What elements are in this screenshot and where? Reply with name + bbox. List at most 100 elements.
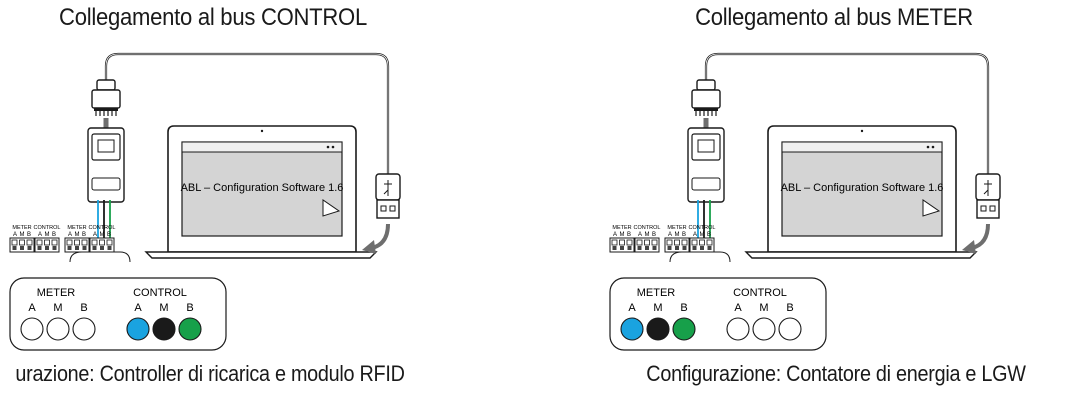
rj45-plug: [91, 89, 121, 109]
socket-opening: [697, 139, 715, 153]
terminal-slot: [636, 239, 643, 246]
legend-control-letter: B: [186, 302, 193, 314]
terminal-letter: M: [700, 232, 705, 238]
terminal-slot: [626, 239, 633, 246]
usb-pin-slot: [989, 205, 996, 212]
usb-pin-slot: [380, 205, 387, 212]
window-control-dot: [326, 145, 330, 149]
terminal-screw: [82, 246, 87, 250]
terminal-screw: [92, 246, 97, 250]
terminal-screw: [20, 246, 24, 250]
terminal-screw: [645, 246, 649, 250]
callout-pointer: [69, 251, 131, 263]
terminal-slot: [26, 239, 33, 246]
terminal-letter: M: [75, 232, 80, 238]
legend-control-terminal-dot: [126, 317, 150, 341]
terminal-slot: [19, 239, 25, 246]
legend-meter-letter: M: [53, 302, 62, 314]
laptop-base: [744, 251, 978, 259]
terminal-block-label: CONTROL: [34, 225, 61, 231]
terminal-letter: A: [613, 232, 617, 238]
webcam-dot: [860, 129, 864, 133]
legend-meter-label: METER: [37, 287, 76, 299]
terminal-letter: B: [52, 232, 56, 238]
terminal-letter: B: [707, 232, 711, 238]
legend-control-letter: A: [734, 302, 742, 314]
terminal-slot: [706, 239, 713, 246]
legend-meter-letter: M: [653, 302, 662, 314]
window-control-dot: [926, 145, 930, 149]
terminal-slot: [644, 239, 650, 246]
terminal-letter: B: [682, 232, 686, 238]
network-cable-core: [705, 53, 989, 174]
terminal-letter: A: [68, 232, 72, 238]
terminal-letter: A: [38, 232, 42, 238]
terminal-letter: B: [82, 232, 86, 238]
terminal-slot: [666, 239, 673, 246]
window-control-dot: [331, 145, 335, 149]
plug-contacts: [94, 108, 118, 111]
terminal-letter: M: [645, 232, 650, 238]
terminal-slot: [99, 239, 105, 246]
terminal-letter: M: [45, 232, 50, 238]
terminal-screw: [692, 246, 697, 250]
window-titlebar: [181, 141, 343, 153]
terminal-screw: [107, 246, 112, 250]
terminal-screw: [667, 246, 672, 250]
software-label: ABL – Configuration Software 1.6: [781, 182, 944, 194]
terminal-block-label: CONTROL: [634, 225, 661, 231]
terminal-slot: [36, 239, 43, 246]
terminal-screw: [682, 246, 687, 250]
mouse-cursor-icon: [322, 199, 341, 217]
terminal-screw: [75, 246, 79, 250]
legend-meter-terminal-dot: [20, 317, 44, 341]
terminal-screw: [637, 246, 642, 250]
terminal-letter: B: [107, 232, 111, 238]
terminal-letter: M: [20, 232, 25, 238]
legend-meter-terminal-dot: [620, 317, 644, 341]
terminal-screw: [627, 246, 632, 250]
usb-symbol-icon: [383, 180, 392, 196]
terminal-screw: [707, 246, 712, 250]
terminal-screw: [12, 246, 17, 250]
usb-arrow-head: [362, 240, 376, 254]
terminal-letter: M: [100, 232, 105, 238]
terminal-screw: [700, 246, 704, 250]
legend-control-terminal-dot: [152, 317, 176, 341]
terminal-letter: A: [668, 232, 672, 238]
terminal-slot: [81, 239, 88, 246]
usb-pin-slot: [389, 205, 396, 212]
terminal-slot: [51, 239, 58, 246]
terminal-screw: [652, 246, 657, 250]
terminal-screw: [67, 246, 72, 250]
callout-pointer: [669, 251, 731, 263]
panel-control-title: Collegamento al bus CONTROL: [59, 4, 367, 31]
terminal-screw: [612, 246, 617, 250]
terminal-screw: [100, 246, 104, 250]
legend-control-label: CONTROL: [733, 287, 787, 299]
legend-meter-terminal-dot: [646, 317, 670, 341]
terminal-letter: A: [693, 232, 697, 238]
usb-symbol-icon: [983, 180, 992, 196]
usb-arrow-head: [962, 240, 976, 254]
terminal-slot: [91, 239, 98, 246]
terminal-screw: [37, 246, 42, 250]
legend-meter-letter: A: [28, 302, 36, 314]
terminal-block-label: METER: [612, 225, 631, 231]
terminal-slot: [674, 239, 680, 246]
terminal-screw: [45, 246, 49, 250]
terminal-block-label: METER: [12, 225, 31, 231]
panel-control-caption: urazione: Controller di ricarica e modul…: [15, 361, 405, 386]
terminal-slot: [66, 239, 73, 246]
terminal-screw: [52, 246, 57, 250]
legend-meter-terminal-dot: [672, 317, 696, 341]
legend-control-letter: B: [786, 302, 793, 314]
legend-meter-letter: B: [80, 302, 87, 314]
legend-meter-terminal-dot: [46, 317, 70, 341]
legend-control-terminal-dot: [178, 317, 202, 341]
socket-opening: [97, 139, 115, 153]
